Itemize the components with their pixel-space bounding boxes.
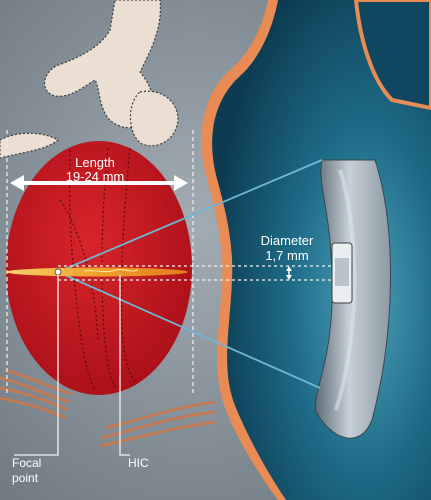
- probe-window-inner: [335, 258, 349, 286]
- diameter-guides: [58, 265, 334, 281]
- focal-point-label-line2: point: [12, 471, 39, 485]
- hic-label: HIC: [128, 456, 149, 470]
- hic-lesion: [6, 267, 188, 277]
- ultrasound-beam: [57, 159, 323, 389]
- diameter-value: 1,7 mm: [265, 248, 308, 263]
- nerve-fibers: [0, 368, 216, 448]
- length-title: Length: [75, 155, 115, 170]
- length-value: 19-24 mm: [66, 169, 125, 184]
- length-arrow: [10, 175, 188, 191]
- transducer-tube: [353, 0, 431, 111]
- diameter-arrow: [286, 266, 292, 280]
- hic-lesion-core: [83, 269, 139, 273]
- focal-point-marker: [54, 268, 62, 276]
- lens-highlight: [334, 169, 357, 411]
- tissue-dotted-lines: [59, 147, 137, 391]
- bone-structure: [0, 0, 179, 159]
- leader-lines: [14, 275, 130, 456]
- diameter-title: Diameter: [261, 233, 314, 248]
- focal-point-label-line1: Focal: [12, 456, 41, 470]
